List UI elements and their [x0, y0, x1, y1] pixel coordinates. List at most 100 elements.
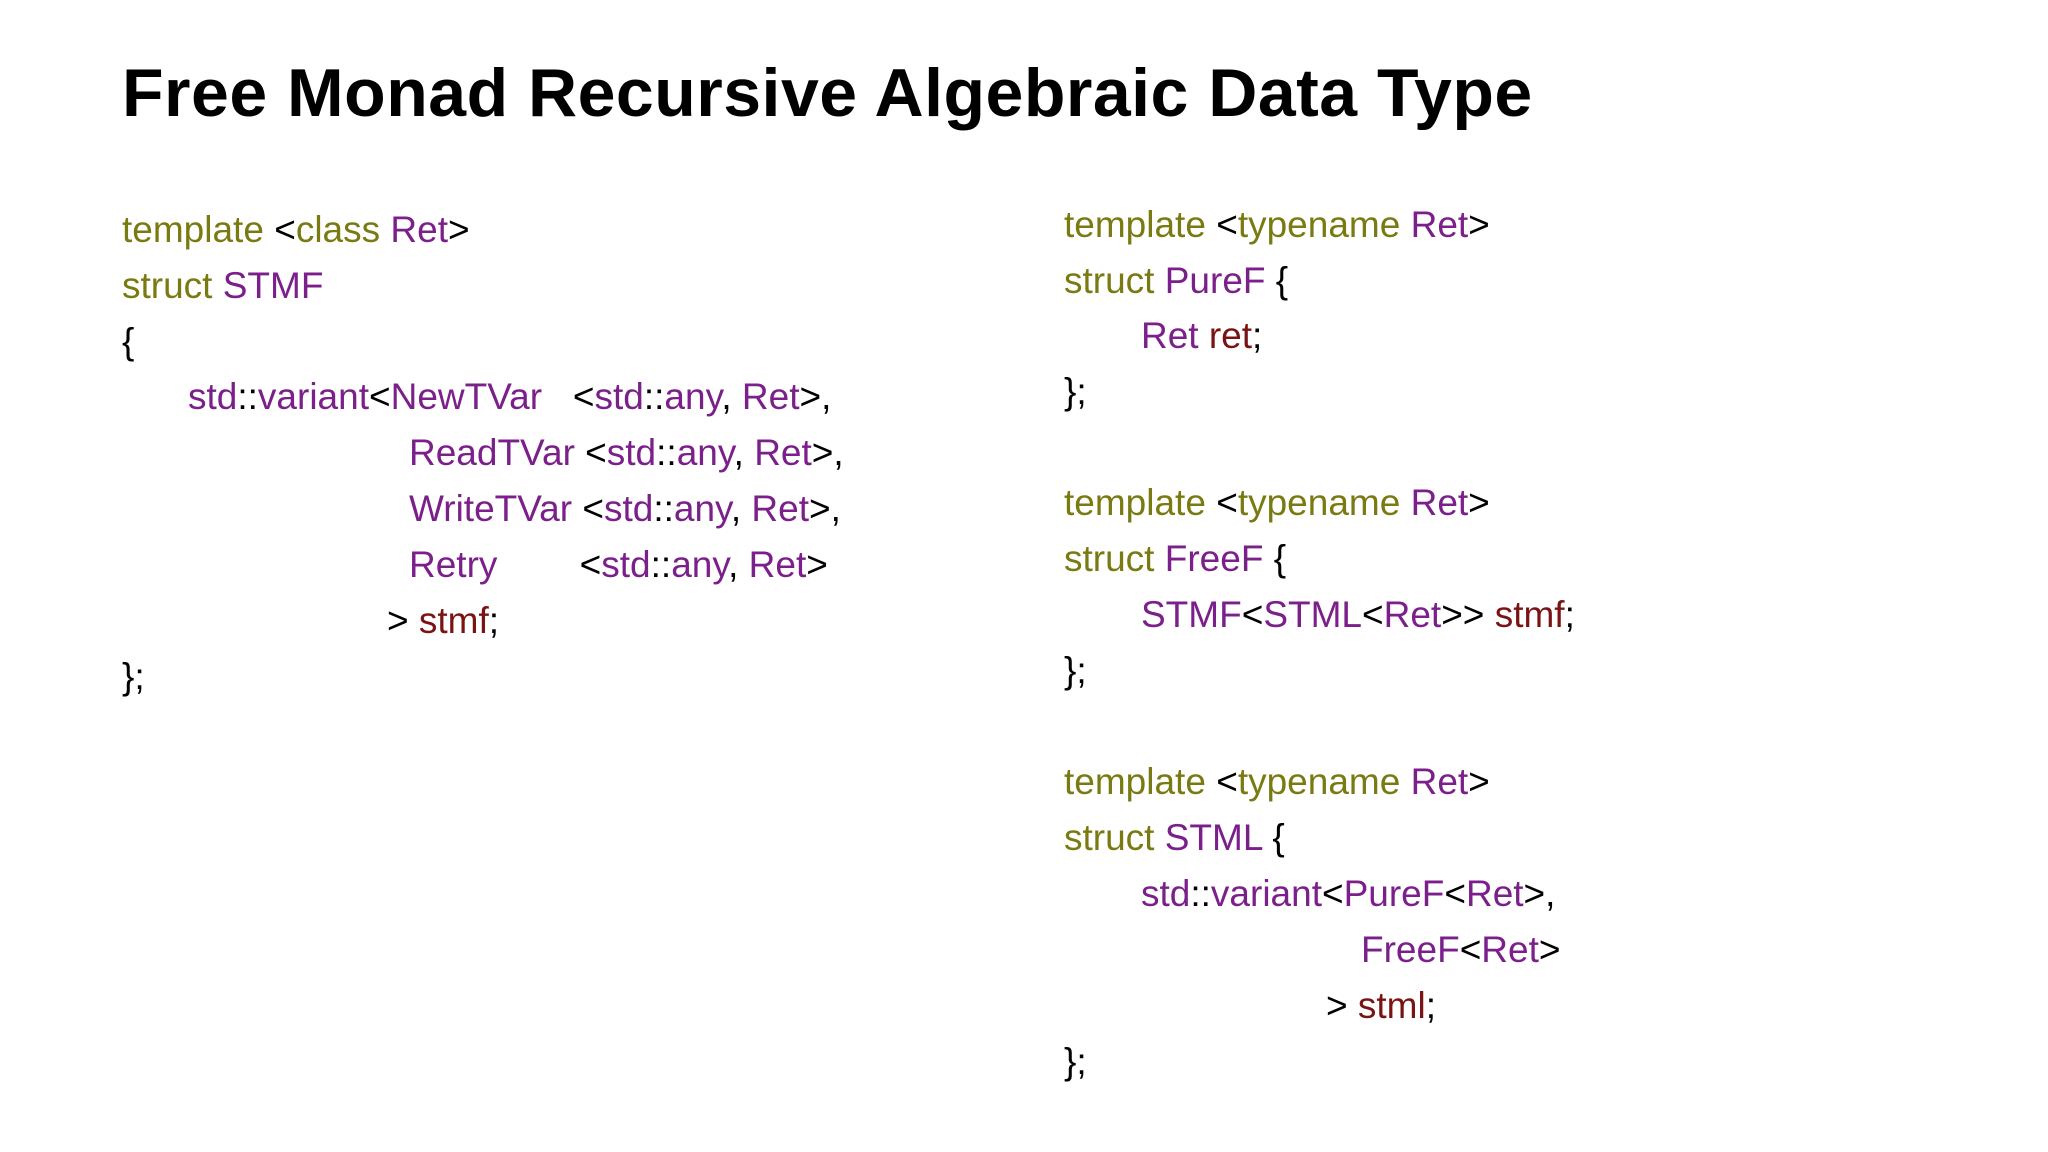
code-token-type: variant — [257, 376, 369, 417]
code-token-type: std — [601, 544, 651, 585]
code-token-type: ReadTVar — [409, 432, 575, 473]
code-line: > stml; — [1064, 978, 1436, 1034]
code-line: struct STMF — [122, 258, 323, 314]
code-token-type: Ret — [1465, 873, 1524, 914]
code-token-punct: :: — [1190, 873, 1211, 914]
code-token-type: WriteTVar — [409, 488, 573, 529]
code-token-punct: > — [1468, 204, 1490, 245]
code-line: struct FreeF { — [1064, 531, 1286, 587]
code-token-punct: }; — [1064, 371, 1087, 412]
code-token-kw: template — [1064, 204, 1206, 245]
code-token-punct: { — [1265, 260, 1289, 301]
code-line: ReadTVar <std::any, Ret>, — [122, 425, 844, 481]
code-token-punct: > — [447, 209, 470, 250]
code-line: Retry <std::any, Ret> — [122, 537, 828, 593]
code-token-type: std — [606, 432, 657, 473]
code-token-punct: :: — [237, 376, 258, 417]
code-token-type: Ret — [1141, 315, 1199, 356]
code-token-punct: }; — [122, 656, 145, 697]
code-token-type: Ret — [1400, 204, 1469, 245]
code-token-punct: }; — [1064, 1041, 1087, 1082]
code-line: WriteTVar <std::any, Ret>, — [122, 481, 841, 537]
code-token-type: PureF — [1343, 873, 1445, 914]
code-token-type: STMF — [212, 265, 324, 306]
code-token-type: STMF — [1141, 594, 1242, 635]
code-token-type: Retry — [409, 544, 498, 585]
code-token-punct: < — [368, 376, 391, 417]
code-line: template <class Ret> — [122, 202, 470, 258]
code-token-punct: < — [1321, 873, 1344, 914]
code-line: > stmf; — [122, 593, 499, 649]
code-token-punct: , — [730, 488, 752, 529]
code-line: }; — [122, 649, 145, 705]
code-token-punct: ; — [1425, 985, 1436, 1026]
code-token-var: ret — [1198, 315, 1253, 356]
code-token-punct: < — [497, 544, 602, 585]
code-token-type: STML — [1154, 817, 1263, 858]
code-token-type: PureF — [1154, 260, 1266, 301]
code-line: }; — [1064, 364, 1087, 420]
code-token-var: stml — [1357, 985, 1426, 1026]
code-token-punct: }; — [1064, 650, 1087, 691]
code-token-type: Ret — [1383, 594, 1442, 635]
code-token-punct: < — [542, 376, 595, 417]
code-token-type: STML — [1263, 594, 1362, 635]
code-token-type: any — [673, 488, 731, 529]
code-token-kw: typename — [1237, 482, 1401, 523]
code-token-kw: struct — [1064, 817, 1155, 858]
code-line: }; — [1064, 643, 1087, 699]
code-token-punct: > — [1468, 761, 1490, 802]
code-line: Ret ret; — [1064, 308, 1262, 364]
code-line: STMF<STML<Ret>> stmf; — [1064, 587, 1575, 643]
code-token-punct: < — [1205, 482, 1238, 523]
code-token-punct: , — [733, 432, 755, 473]
code-token-type: variant — [1210, 873, 1322, 914]
code-token-punct: { — [122, 321, 135, 362]
code-token-punct: { — [1263, 538, 1287, 579]
code-token-type: Ret — [1400, 761, 1469, 802]
code-token-punct: < — [1459, 929, 1482, 970]
code-token-punct: < — [1241, 594, 1264, 635]
code-line: template <typename Ret> — [1064, 475, 1490, 531]
code-token-punct: >, — [799, 376, 832, 417]
code-token-punct: , — [721, 376, 742, 417]
code-line: std::variant<PureF<Ret>, — [1064, 866, 1555, 922]
code-token-type: FreeF — [1361, 929, 1460, 970]
code-token-punct: < — [572, 488, 604, 529]
code-line: std::variant<NewTVar <std::any, Ret>, — [122, 369, 831, 425]
code-token-punct: < — [263, 209, 296, 250]
code-token-punct: > — [1468, 482, 1490, 523]
code-line: struct STML { — [1064, 810, 1285, 866]
code-token-type: any — [664, 376, 722, 417]
code-token-kw: struct — [122, 265, 213, 306]
code-token-punct: >, — [1523, 873, 1556, 914]
code-token-kw: template — [1064, 482, 1206, 523]
code-token-kw: struct — [1064, 260, 1155, 301]
code-line: template <typename Ret> — [1064, 754, 1490, 810]
code-token-type: NewTVar — [390, 376, 543, 417]
code-token-punct: > — [387, 600, 419, 641]
code-line: FreeF<Ret> — [1064, 922, 1560, 978]
code-token-kw: class — [295, 209, 381, 250]
code-token-var: stmf — [418, 600, 489, 641]
code-token-punct: < — [1205, 204, 1238, 245]
code-token-type: std — [603, 488, 654, 529]
code-token-type: any — [676, 432, 734, 473]
code-token-kw: template — [122, 209, 264, 250]
code-token-punct: < — [1362, 594, 1384, 635]
code-token-type: std — [188, 376, 238, 417]
code-token-punct: < — [574, 432, 607, 473]
code-token-punct: { — [1262, 817, 1285, 858]
code-token-kw: typename — [1237, 204, 1401, 245]
code-token-kw: template — [1064, 761, 1206, 802]
code-token-punct: < — [1205, 761, 1238, 802]
slide-title: Free Monad Recursive Algebraic Data Type — [122, 55, 1533, 131]
code-token-type: Ret — [751, 488, 809, 529]
code-token-punct: ; — [1252, 315, 1263, 356]
code-token-punct: :: — [656, 432, 677, 473]
code-token-type: any — [671, 544, 729, 585]
code-token-punct: >, — [808, 488, 841, 529]
code-token-kw: struct — [1064, 538, 1155, 579]
code-token-punct: :: — [653, 488, 674, 529]
code-token-type: std — [1141, 873, 1191, 914]
